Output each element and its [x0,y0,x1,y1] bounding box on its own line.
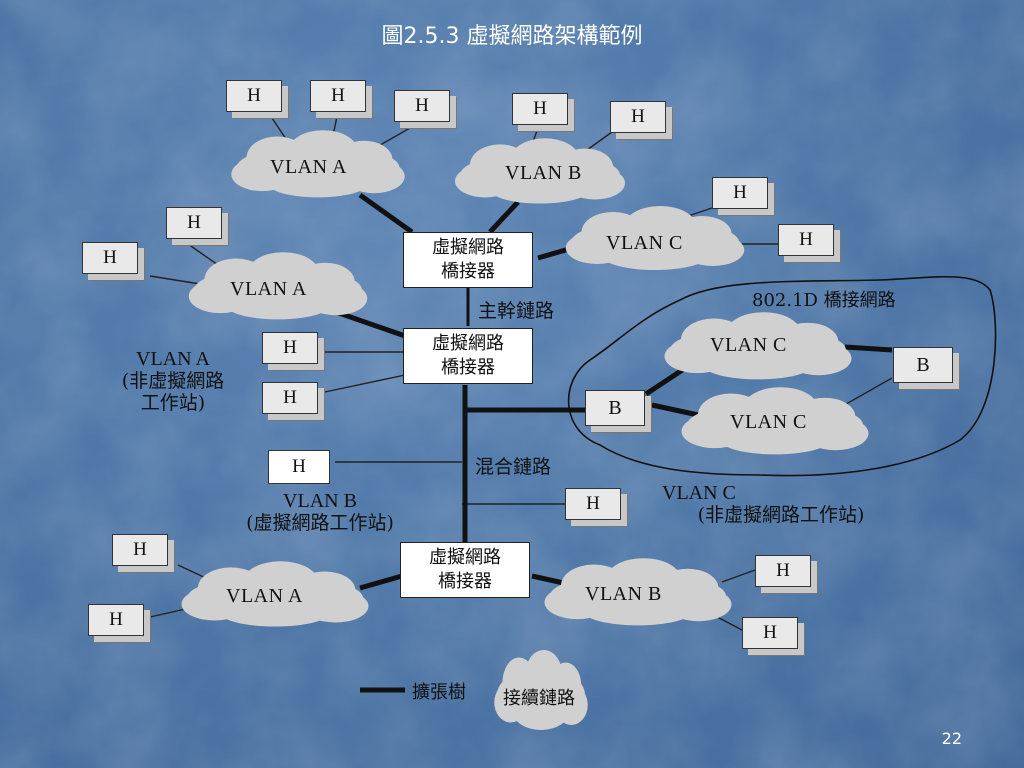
host: H [565,488,621,520]
cloud-label-vlan-c: VLAN C [606,232,683,254]
host: H [712,177,768,209]
legend-access-link-label: 接續鏈路 [503,688,575,709]
host: H [778,224,834,256]
group-desc-line1: (非虛擬網路 [121,370,225,392]
host: H [226,80,282,112]
group-name: VLAN A [136,348,210,370]
group-name: VLAN B [283,490,357,512]
virtual-bridge-line2: 橋接器 [441,357,495,378]
cloud-label-vlan-a: VLAN A [270,156,347,178]
host: H [742,617,798,649]
bridge-8021d: B [893,347,953,383]
host: H [610,101,666,133]
cloud-label-vlan-c: VLAN C [730,411,807,433]
bridge-8021d: B [585,390,645,426]
cloud-label-vlan-a: VLAN A [226,585,303,607]
virtual-lan-bridge-middle: 虛擬網路 橋接器 [403,328,533,384]
group-desc: (非虛擬網路工作站) [697,504,865,526]
region-label-8021d: 802.1D 橋接網路 [752,290,896,311]
group-label-vlan-c-legacy: VLAN C (非虛擬網路工作站) [636,482,926,526]
host: H [755,555,811,587]
virtual-bridge-line1: 虛擬網路 [429,547,501,568]
host: H [112,534,168,566]
virtual-lan-bridge-top: 虛擬網路 橋接器 [403,232,533,288]
group-label-vlan-b-virtual: VLAN B (虛擬網路工作站) [190,490,450,534]
host: H [394,90,450,122]
virtual-bridge-line2: 橋接器 [441,261,495,282]
group-label-vlan-a-legacy: VLAN A (非虛擬網路 工作站) [78,348,268,414]
cloud-label-vlan-b: VLAN B [585,583,662,605]
host: H [262,332,318,364]
region-outline-8021d [567,275,997,477]
slide-title: 圖2.5.3 虛擬網路架構範例 [381,24,643,49]
virtual-bridge-line1: 虛擬網路 [432,333,504,354]
host: H [166,207,222,239]
host-plain: H [268,450,330,484]
group-desc-line2: 工作站) [140,392,206,414]
legend-spanning-tree-label: 擴張樹 [412,682,466,703]
cloud-label-vlan-b: VLAN B [505,162,582,184]
group-desc: (虛擬網路工作站) [246,512,394,534]
host: H [512,93,568,125]
hybrid-link-label: 混合鏈路 [475,456,552,478]
virtual-lan-bridge-bottom: 虛擬網路 橋接器 [400,542,530,598]
trunk-link-label: 主幹鏈路 [478,300,555,322]
virtual-bridge-line2: 橋接器 [438,571,492,592]
cloud-label-vlan-c: VLAN C [710,334,787,356]
cloud-label-vlan-a: VLAN A [230,278,307,300]
group-name: VLAN C [662,482,736,504]
host: H [88,604,144,636]
page-number: 22 [941,729,962,748]
host: H [262,382,318,414]
host: H [310,80,366,112]
virtual-bridge-line1: 虛擬網路 [432,237,504,258]
host: H [82,242,138,274]
